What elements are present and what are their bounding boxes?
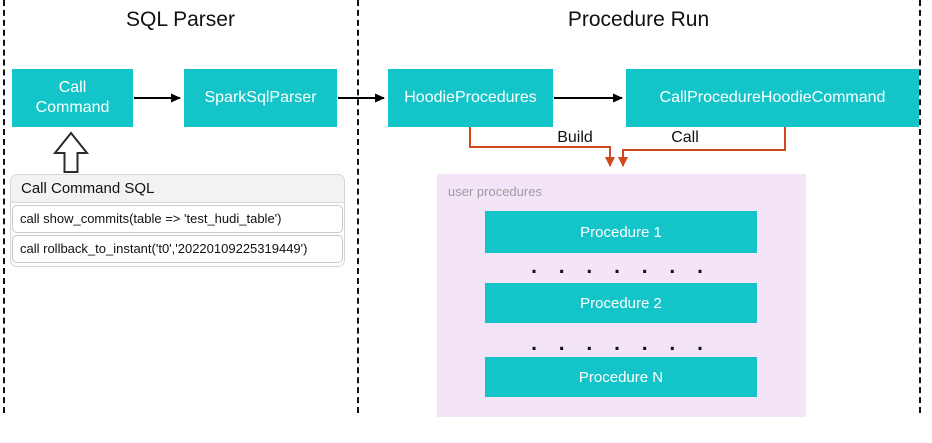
sql-statement: call show_commits(table => 'test_hudi_ta… (12, 205, 343, 233)
procedure-run-section-title: Procedure Run (567, 8, 710, 31)
sql-panel-title: Call Command SQL (11, 175, 344, 203)
sql-parser-section-title: SQL Parser (126, 8, 235, 31)
sql-statement: call rollback_to_instant('t0','202201092… (12, 235, 343, 263)
call-command-sql-panel: Call Command SQL call show_commits(table… (10, 174, 345, 267)
right-dashed-border (919, 0, 921, 413)
edge-label-build: Build (557, 129, 593, 146)
procedure-n-box: Procedure N (485, 357, 757, 397)
user-procedures-label: user procedures (448, 184, 542, 199)
edge-label-call: Call (671, 129, 699, 146)
user-procedures-panel: user procedures Procedure 1 . . . . . . … (437, 174, 806, 417)
hollow-up-arrow (52, 131, 90, 173)
procedure-1-box: Procedure 1 (485, 211, 757, 253)
ellipsis-dots: . . . . . . . (531, 332, 711, 355)
node-call-command: Call Command (12, 69, 133, 127)
node-call-command-label: Call Command (35, 79, 110, 116)
middle-dashed-border (357, 0, 359, 413)
node-call-procedure-hoodie-command: CallProcedureHoodieCommand (626, 69, 919, 127)
node-hoodie-procedures: HoodieProcedures (388, 69, 553, 127)
node-spark-sql-parser: SparkSqlParser (184, 69, 337, 127)
ellipsis-dots: . . . . . . . (531, 255, 711, 278)
procedure-2-box: Procedure 2 (485, 283, 757, 323)
left-dashed-border (3, 0, 5, 413)
